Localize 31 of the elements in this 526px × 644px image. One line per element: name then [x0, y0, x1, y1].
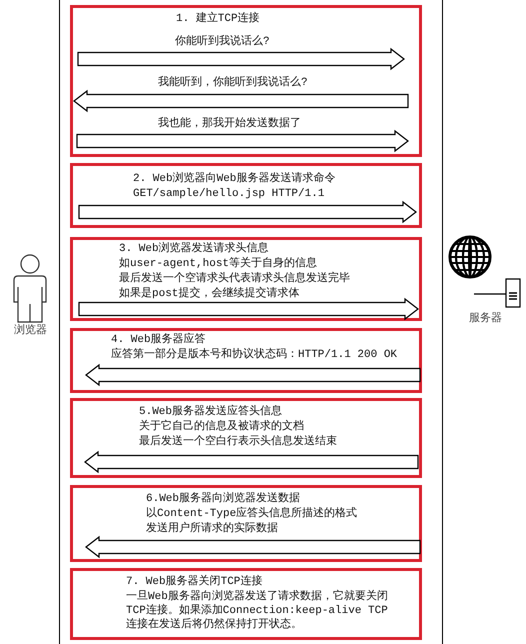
step-text: 发送用户所请求的实际数据: [146, 522, 278, 536]
step-text: 如果是post提交，会继续提交请求体: [119, 287, 300, 301]
step-title: 4. Web服务器应答: [111, 333, 206, 347]
step-title: 2. Web浏览器向Web服务器发送请求命令: [133, 172, 336, 186]
block-arrow: [77, 48, 405, 70]
block-arrow: [76, 130, 409, 152]
step-text: 如user-agent,host等关于自身的信息: [119, 257, 318, 271]
block-arrow: [78, 200, 417, 222]
step-title: 5.Web服务器发送应答头信息: [139, 405, 282, 419]
block-arrow: [84, 450, 419, 472]
step-text: 最后发送一个空请求头代表请求头信息发送完毕: [119, 272, 350, 286]
edge-label: 我能听到，你能听到我说话么?: [158, 76, 308, 90]
step-title: 7. Web服务器关闭TCP连接: [126, 575, 262, 589]
block-arrow: [73, 90, 409, 112]
step-text: 以Content-Type应答头信息所描述的格式: [146, 507, 358, 521]
step-text: GET/sample/hello.jsp HTTP/1.1: [133, 187, 324, 201]
step-text: 最后发送一个空白行表示头信息发送结束: [139, 435, 337, 449]
block-arrow: [85, 364, 421, 386]
step-text: 应答第一部分是版本号和协议状态码：HTTP/1.1 200 OK: [111, 348, 398, 362]
edge-label: 你能听到我说话么?: [175, 35, 270, 49]
step-title: 6.Web服务器向浏览器发送数据: [146, 492, 300, 506]
edge-label: 我也能，那我开始发送数据了: [158, 117, 301, 131]
step-text: 一旦Web服务器向浏览器发送了请求数据，它就要关闭TCP连接。如果添加Connection:keep-alive TCP连接在发送后将仍然保持打开状态。: [126, 590, 388, 632]
browser-label: 浏览器: [14, 324, 47, 338]
step-title: 3. Web浏览器发送请求头信息: [119, 242, 269, 256]
block-arrow: [85, 536, 421, 558]
server-label: 服务器: [469, 312, 502, 326]
block-arrow: [78, 298, 419, 320]
step-title: 1. 建立TCP连接: [176, 12, 260, 26]
step-text: 关于它自己的信息及被请求的文档: [139, 420, 304, 434]
step-box: [70, 568, 422, 640]
